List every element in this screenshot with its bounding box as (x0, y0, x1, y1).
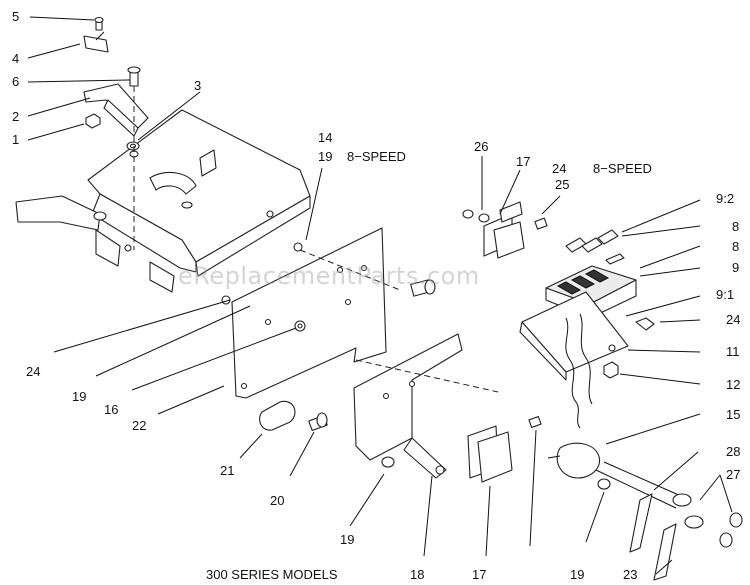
callout-9-1: 9:1 (716, 287, 735, 302)
callout-9-2: 9:2 (716, 191, 735, 206)
callout-19-top: 19 (318, 149, 333, 164)
callout-19-bottom: 19 (570, 567, 585, 582)
upright-plate (221, 227, 401, 399)
callout-19-left: 19 (72, 389, 87, 404)
callout-25: 25 (555, 177, 570, 192)
callout-24-top: 24 (552, 161, 567, 176)
speed-switch-module (519, 229, 655, 429)
callout-23: 23 (623, 567, 638, 582)
relay-upper (483, 201, 525, 259)
callout-leaders (27, 16, 733, 575)
callout-22: 22 (132, 418, 147, 433)
callout-14: 14 (318, 130, 333, 145)
callout-8-b: 8 (732, 239, 740, 254)
callout-2: 2 (12, 109, 20, 124)
callout-4: 4 (12, 51, 20, 66)
speed-label-right: 8−SPEED (593, 161, 652, 176)
callout-6: 6 (12, 74, 20, 89)
callout-3: 3 (194, 78, 202, 93)
callout-27: 27 (726, 467, 741, 482)
callout-15: 15 (726, 407, 741, 422)
watermark: eReplacementParts.com (178, 262, 480, 290)
base-plate (15, 109, 311, 293)
callout-28: 28 (726, 444, 741, 459)
callout-12: 12 (726, 377, 741, 392)
switch-assembly (83, 16, 149, 250)
angle-bracket (353, 333, 499, 479)
solenoid-and-cables (547, 442, 743, 581)
callout-16: 16 (104, 402, 119, 417)
callout-17-bottom: 17 (472, 567, 487, 582)
callout-1: 1 (12, 132, 20, 147)
callout-5: 5 (12, 9, 20, 24)
callout-19-mid: 19 (340, 532, 355, 547)
speed-label-left: 8−SPEED (347, 149, 406, 164)
small-hardware (381, 209, 611, 490)
callout-9: 9 (732, 260, 740, 275)
diagram-caption: 300 SERIES MODELS (206, 567, 338, 582)
callout-8-a: 8 (732, 219, 740, 234)
relay-lower (467, 425, 513, 483)
callout-20: 20 (270, 493, 285, 508)
callout-21: 21 (220, 463, 235, 478)
callout-11: 11 (726, 344, 740, 359)
callout-24-left: 24 (26, 364, 41, 379)
callout-17-top: 17 (516, 154, 531, 169)
callout-24-right: 24 (726, 312, 741, 327)
callout-26: 26 (474, 139, 489, 154)
clamp-and-bolts (259, 279, 436, 431)
callout-18: 18 (410, 567, 425, 582)
